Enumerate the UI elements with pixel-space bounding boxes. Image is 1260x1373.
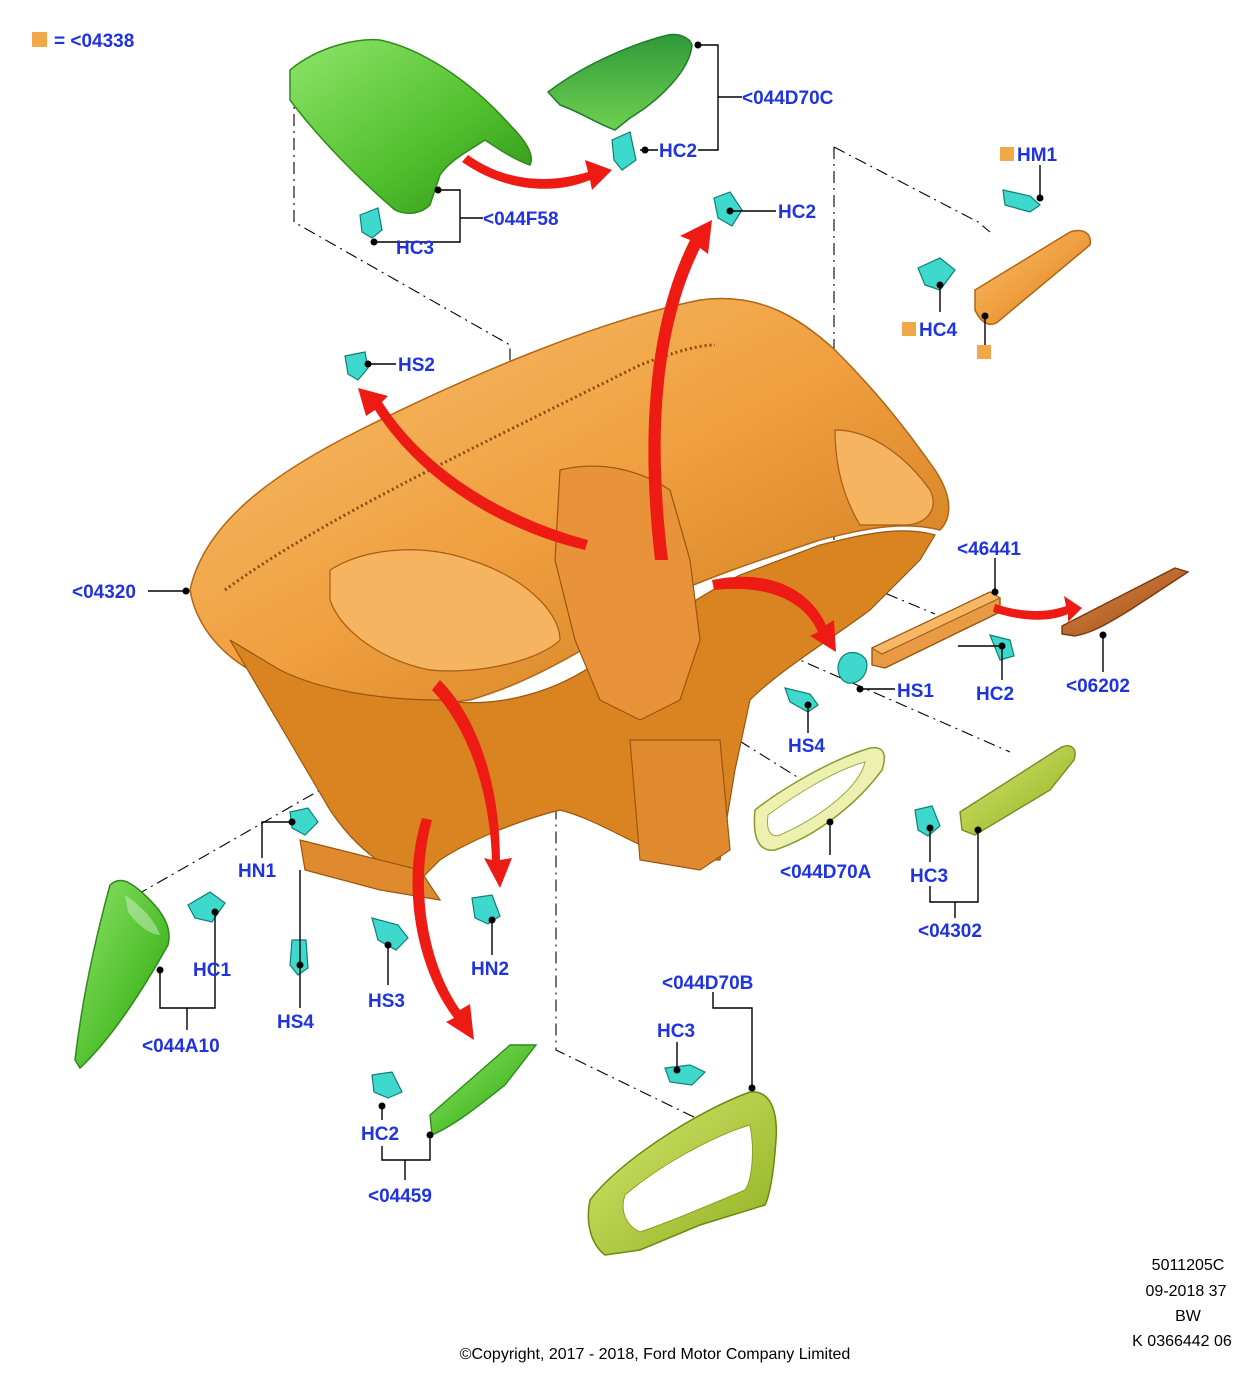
arrow-to-hs1 [712,576,836,652]
label-46441: <46441 [957,539,1021,560]
label-hc2-right: HC2 [976,684,1014,705]
dashboard-glovebox-opening [329,549,561,672]
dashboard-defrost-grille [224,343,716,592]
label-04320: <04320 [72,582,136,603]
label-044F58: <044F58 [483,209,559,230]
label-hs4-left: HS4 [277,1012,314,1033]
clip-hc1-icon [187,891,226,923]
footer-ref: 5011205C [1152,1257,1225,1274]
clip-hc2-bottom-icon [371,1071,403,1099]
label-hc2-mid: HC2 [778,202,816,223]
arrow-to-06202 [993,596,1082,622]
part-labels: <044D70C HC2 <044F58 HC3 HC2 HM1 HC4 HS2… [72,88,1130,1207]
bezel-044D70A [753,746,886,851]
label-hm1: HM1 [1017,145,1058,166]
instrument-panel-04320 [189,297,950,901]
screw-hs4-left-icon [289,939,309,976]
arrow-to-hc2-mid [648,220,712,560]
label-hc2-bottom: HC2 [361,1124,399,1145]
arrow-to-04459 [412,818,474,1040]
marker-panel [977,345,991,359]
lower-trim-04459 [429,1044,538,1137]
label-044A10: <044A10 [142,1036,220,1057]
footer-code: BW [1175,1308,1202,1325]
label-hc3-bottom: HC3 [657,1021,695,1042]
cover-044D70C [546,33,693,131]
clip-hc4-icon [917,257,956,291]
dashboard-bracket-lower [629,739,731,871]
footer-doc: K 0366442 06 [1132,1333,1232,1350]
dashboard-cluster-hood [834,429,934,526]
screw-hs2-icon [344,351,369,381]
vent-panel-04338 [974,229,1091,326]
label-hc1: HC1 [193,960,231,981]
screw-hs4-right-icon [784,687,819,713]
label-hc2-top: HC2 [659,141,697,162]
side-panel-044A10 [74,879,170,1070]
clip-hc3-right-icon [914,805,941,837]
label-hs1: HS1 [897,681,934,702]
label-04302: <04302 [918,921,982,942]
label-04459: <04459 [368,1186,432,1207]
label-hs3: HS3 [368,991,405,1012]
dashboard-lower-frame [229,530,936,881]
label-06202: <06202 [1066,676,1130,697]
label-hc4: HC4 [919,320,957,341]
screw-hm1-icon [1002,189,1041,213]
screw-hs1-icon [837,651,868,684]
arrow-to-hs2 [358,388,588,550]
dashboard-bracket-left [299,839,442,901]
label-hs4-right: HS4 [788,736,825,757]
arrow-to-hc2-top [462,155,612,190]
clip-hc3-top-icon [359,207,383,239]
assembly-arrows [358,155,1082,1040]
label-hn1: HN1 [238,861,276,882]
marker-hc4 [902,322,916,336]
label-hc3-top: HC3 [396,238,434,259]
leader-lines [148,41,1107,1180]
label-hs2: HS2 [398,355,435,376]
arrow-to-hn2 [432,680,512,888]
label-hc3-right: HC3 [910,866,948,887]
clip-hc3-bottom-icon [664,1064,707,1086]
cluster-bezel-044D70B [587,1091,778,1256]
trim-06202 [1061,567,1190,637]
legend-swatch [32,32,47,47]
label-044D70A: <044D70A [780,862,872,883]
clip-hn2-icon [471,894,501,925]
clip-hc2-top-icon [611,131,637,171]
screw-hs3-icon [371,917,409,951]
legend-text: = <04338 [54,31,134,52]
legend: = <04338 [32,31,134,52]
footer-date: 09-2018 37 [1146,1283,1227,1300]
label-044D70B: <044D70B [662,973,753,994]
marker-hm1 [1000,147,1014,161]
label-hn2: HN2 [471,959,509,980]
legend-markers [902,147,1014,359]
footer-copyright: ©Copyright, 2017 - 2018, Ford Motor Comp… [460,1346,851,1363]
label-044D70C: <044D70C [742,88,834,109]
footer: 5011205C 09-2018 37 BW K 0366442 06 ©Cop… [460,1257,1232,1363]
module-46441 [870,591,1002,669]
trim-strip-04302 [959,744,1076,836]
upper-trim-044F58 [289,38,532,215]
